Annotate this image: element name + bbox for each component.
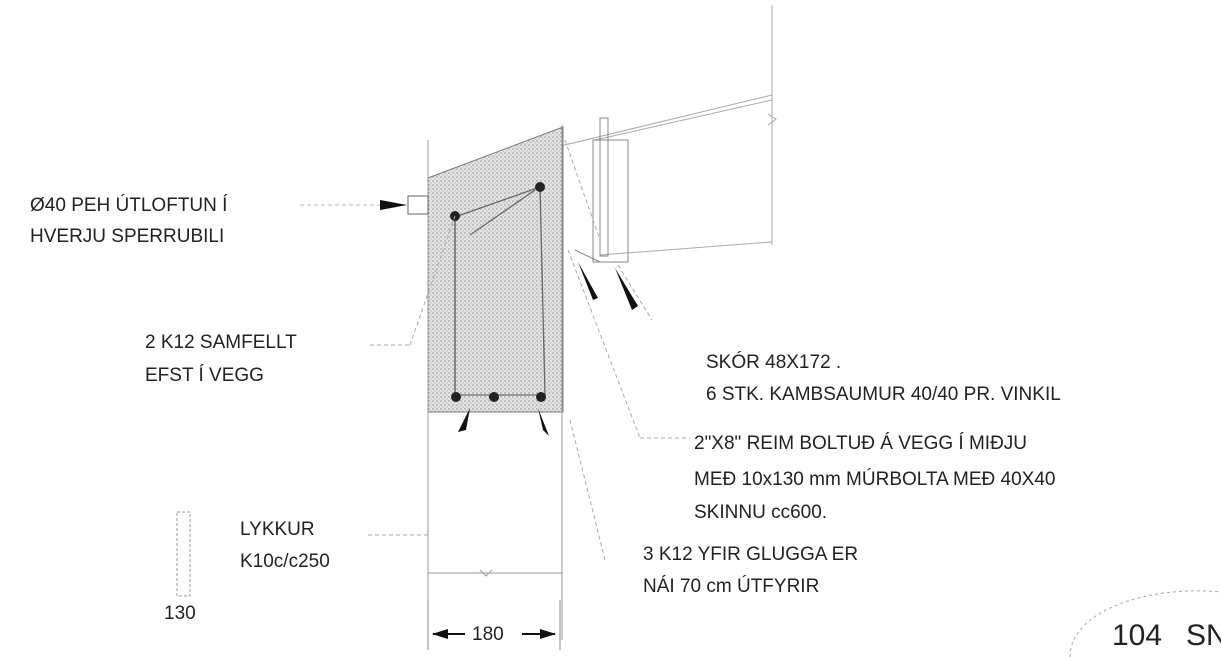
shoe-label-line2: 6 STK. KAMBSAUMUR 40/40 PR. VINKIL [706, 384, 1061, 405]
stirrup-label-line1: LYKKUR [240, 519, 315, 540]
vent-label-line1: Ø40 PEH ÚTLOFTUN Í [30, 195, 228, 216]
hidden-cross-line [564, 139, 601, 241]
dimension-180 [427, 600, 561, 650]
sheet-number: 104 [1112, 619, 1163, 652]
rebar-bottom-1 [451, 392, 461, 402]
vent-label-line2: HVERJU SPERRUBILI [30, 226, 225, 247]
rebar-top-right [535, 182, 545, 192]
rebar-top-label-line1: 2 K12 SAMFELLT [145, 332, 297, 353]
wall-width-dimension: 180 [472, 624, 504, 645]
plate-label-line3: SKINNU cc600. [694, 502, 828, 523]
stirrup-detail [176, 511, 191, 597]
rebar-bottom-3 [536, 392, 546, 402]
stirrup-label-line2: K10c/c250 [240, 551, 330, 572]
rebar-top-label-line2: EFST Í VEGG [145, 365, 264, 386]
concrete-wall-section [427, 126, 564, 413]
rebar-bottom-2 [489, 392, 499, 402]
wall-below-lines [427, 125, 563, 640]
shoe-label-line1: SKÓR 48X172 . [706, 352, 842, 373]
wooden-wall-plate [574, 117, 629, 263]
lintel-label-line2: NÁI 70 cm ÚTFYRIR [643, 576, 820, 597]
stirrup-dimension: 130 [164, 603, 196, 624]
lintel-label-line1: 3 K12 YFIR GLUGGA ER [643, 544, 859, 565]
leader-lines [368, 215, 690, 561]
vent-pipe [300, 195, 429, 215]
sheet-suffix: SN [1186, 619, 1221, 652]
plate-label-line2: MEÐ 10x130 mm MÚRBOLTA MEÐ 40X40 [694, 469, 1056, 490]
plate-label-line1: 2"X8" REIM BOLTUÐ Á VEGG Í MIÐJU [694, 433, 1028, 454]
pointer-arrows [458, 262, 638, 436]
